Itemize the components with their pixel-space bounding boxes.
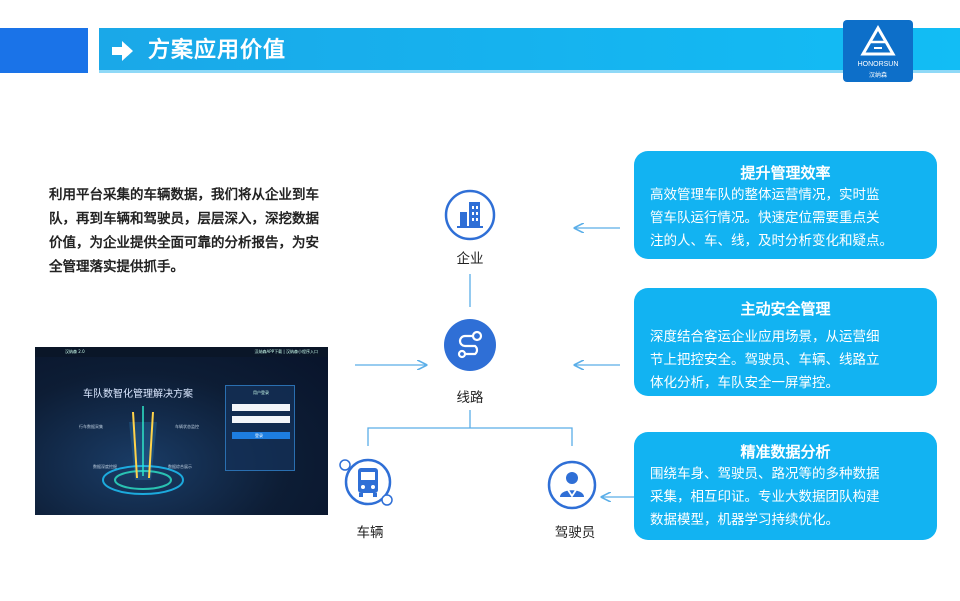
value-card-efficiency: 提升管理效率 高效管理车队的整体运营情况，实时监 管车队运行情况。快速定位需要重… bbox=[634, 151, 937, 259]
bus-icon bbox=[338, 455, 396, 511]
card-line: 数据模型，机器学习持续优化。 bbox=[650, 509, 940, 532]
card-line: 高效管理车队的整体运营情况，实时监 bbox=[650, 184, 940, 207]
card-line: 体化分析，车队安全一屏掌控。 bbox=[650, 372, 940, 395]
card-body: 深度结合客运企业应用场景，从运营细 节上把控安全。驾驶员、车辆、线路立 体化分析… bbox=[650, 326, 940, 395]
card-line: 注的人、车、线，及时分析变化和疑点。 bbox=[650, 230, 940, 253]
card-line: 围绕车身、驾驶员、路况等的多种数据 bbox=[650, 463, 940, 486]
card-body: 高效管理车队的整体运营情况，实时监 管车队运行情况。快速定位需要重点关 注的人、… bbox=[650, 184, 940, 253]
card-title: 主动安全管理 bbox=[634, 298, 937, 319]
card-title: 提升管理效率 bbox=[634, 162, 937, 183]
value-card-analysis: 精准数据分析 围绕车身、驾驶员、路况等的多种数据 采集，相互印证。专业大数据团队… bbox=[634, 432, 937, 540]
card-body: 围绕车身、驾驶员、路况等的多种数据 采集，相互印证。专业大数据团队构建 数据模型… bbox=[650, 463, 940, 532]
node-label-route: 线路 bbox=[440, 386, 500, 406]
building-icon bbox=[443, 188, 497, 242]
value-card-safety: 主动安全管理 深度结合客运企业应用场景，从运营细 节上把控安全。驾驶员、车辆、线… bbox=[634, 288, 937, 396]
driver-icon bbox=[547, 460, 597, 510]
card-line: 深度结合客运企业应用场景，从运营细 bbox=[650, 326, 940, 349]
card-line: 采集，相互印证。专业大数据团队构建 bbox=[650, 486, 940, 509]
card-line: 管车队运行情况。快速定位需要重点关 bbox=[650, 207, 940, 230]
card-title: 精准数据分析 bbox=[634, 441, 937, 462]
connector-route-branch bbox=[368, 410, 572, 446]
node-label-vehicle: 车辆 bbox=[340, 521, 400, 541]
route-icon bbox=[443, 318, 497, 372]
card-line: 节上把控安全。驾驶员、车辆、线路立 bbox=[650, 349, 940, 372]
node-label-enterprise: 企业 bbox=[440, 247, 500, 267]
node-label-driver: 驾驶员 bbox=[540, 521, 610, 541]
